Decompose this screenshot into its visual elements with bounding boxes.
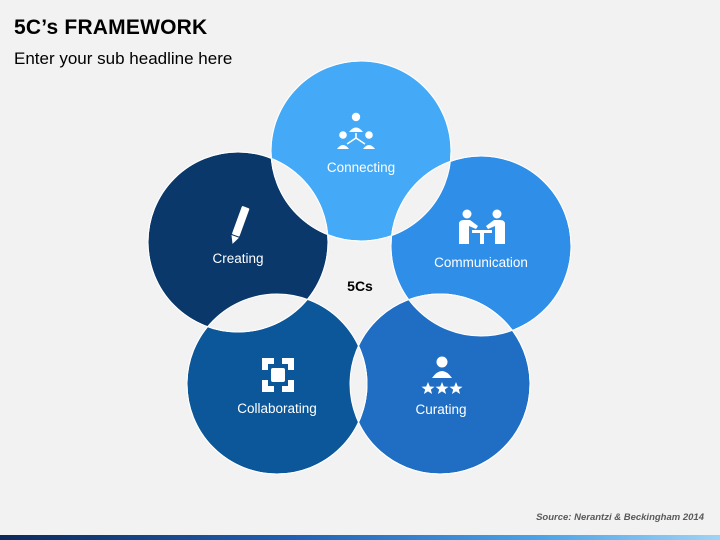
label-creating: Creating <box>212 251 263 266</box>
two-people-talking-icon <box>459 209 505 244</box>
hands-together-icon <box>262 358 294 392</box>
page-subtitle: Enter your sub headline here <box>14 49 233 68</box>
label-curating: Curating <box>415 402 466 417</box>
people-network-icon <box>337 112 375 149</box>
label-connecting: Connecting <box>327 160 395 175</box>
label-collaborating: Collaborating <box>237 401 317 416</box>
page-title: 5C’s FRAMEWORK <box>14 16 208 39</box>
bottom-accent-bar <box>0 535 720 540</box>
label-communication: Communication <box>434 255 528 270</box>
center-label: 5Cs <box>347 278 373 294</box>
source-citation: Source: Nerantzi & Beckingham 2014 <box>536 512 704 523</box>
pencil-icon <box>231 206 250 244</box>
person-stars-icon <box>421 356 463 394</box>
